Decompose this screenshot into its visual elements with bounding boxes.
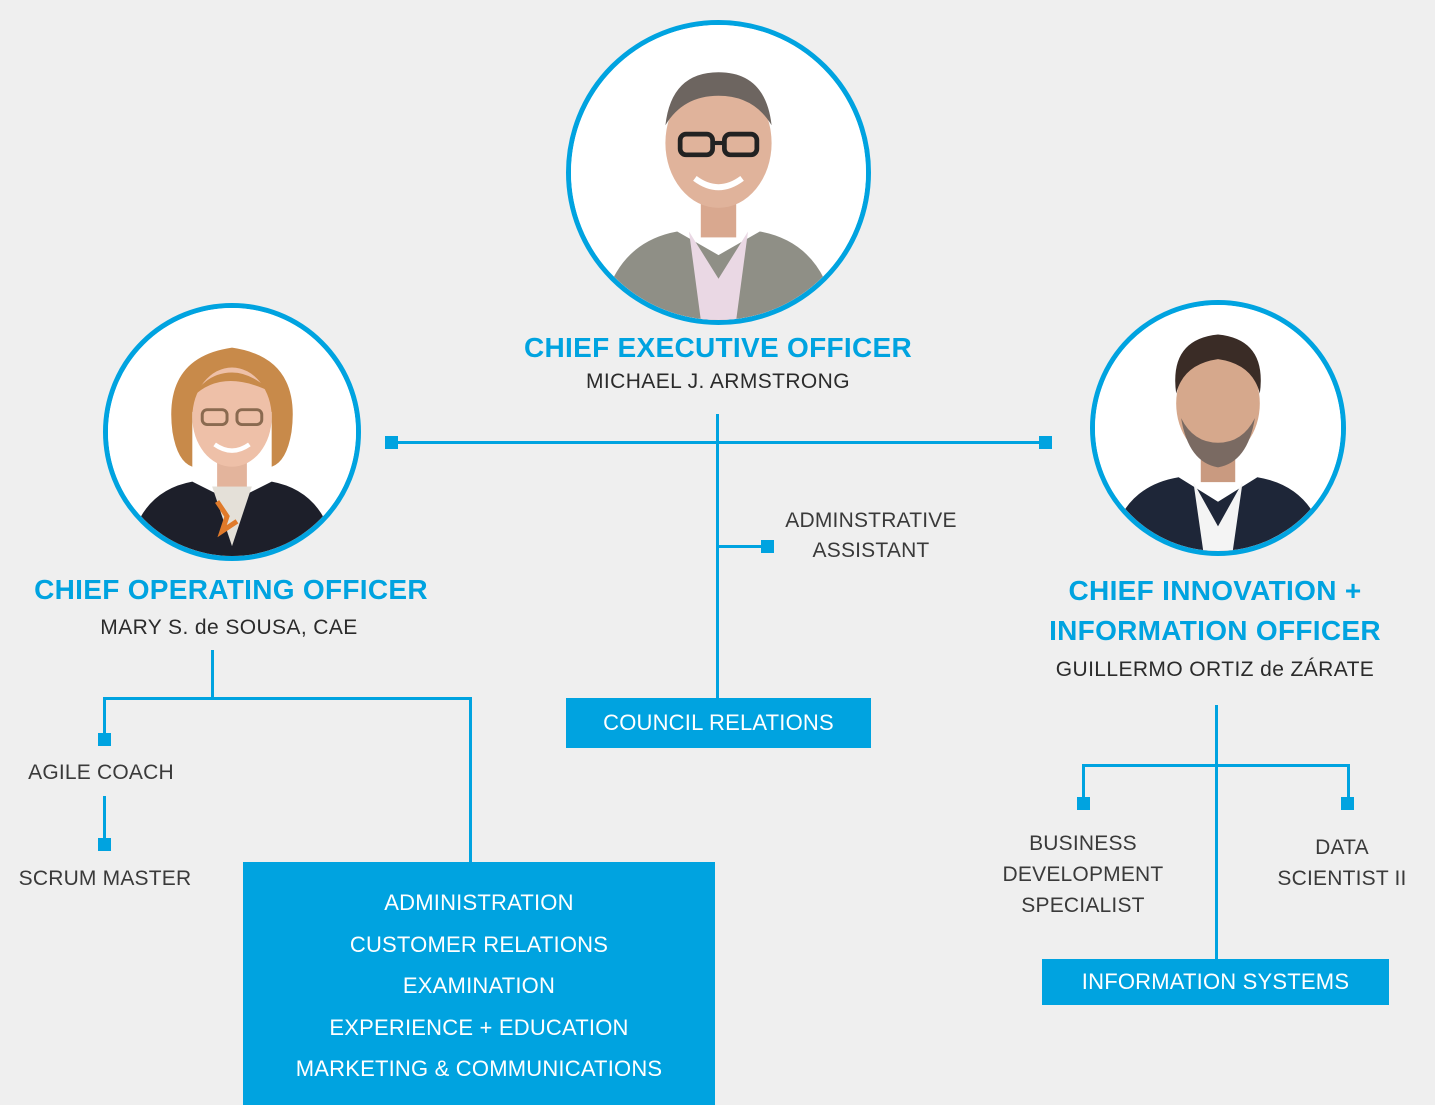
information-systems-label: INFORMATION SYSTEMS: [1081, 969, 1350, 994]
coo-departments-box: ADMINISTRATION CUSTOMER RELATIONS EXAMIN…: [243, 862, 715, 1105]
cio-photo: [1090, 300, 1346, 556]
connector-node: [1077, 797, 1090, 810]
department-item: CUSTOMER RELATIONS: [349, 931, 609, 957]
connector-node: [761, 540, 774, 553]
council-relations-label: COUNCIL RELATIONS: [603, 710, 834, 735]
business-development-label: BUSINESS DEVELOPMENT SPECIALIST: [990, 828, 1176, 921]
data-scientist-line1: DATA: [1315, 836, 1369, 859]
admin-assistant-line2: ASSISTANT: [812, 539, 930, 562]
cio-name: GUILLERMO ORTIZ de ZÁRATE: [1055, 658, 1375, 681]
scrum-master-label: SCRUM MASTER: [18, 867, 192, 890]
department-item: EXPERIENCE + EDUCATION: [329, 1014, 629, 1040]
department-item: ADMINISTRATION: [384, 890, 574, 915]
business-dev-line3: SPECIALIST: [1021, 894, 1145, 917]
person-photo-icon: [108, 308, 356, 556]
data-scientist-line2: SCIENTIST II: [1277, 867, 1407, 890]
connector-node: [98, 838, 111, 851]
coo-photo: [103, 303, 361, 561]
coo-name: MARY S. de SOUSA, CAE: [100, 616, 358, 639]
ceo-name: MICHAEL J. ARMSTRONG: [586, 370, 850, 393]
department-item: MARKETING & COMMUNICATIONS: [295, 1056, 663, 1081]
cio-title-line2: INFORMATION OFFICER: [1049, 615, 1381, 646]
connector-node: [385, 436, 398, 449]
agile-coach-label: AGILE COACH: [28, 761, 174, 784]
department-item: EXAMINATION: [402, 973, 556, 998]
ceo-photo: [566, 20, 871, 325]
business-dev-line2: DEVELOPMENT: [1002, 863, 1164, 886]
ceo-title: CHIEF EXECUTIVE OFFICER: [523, 332, 913, 363]
admin-assistant-label: ADMINSTRATIVE ASSISTANT: [755, 506, 987, 566]
person-photo-icon: [571, 25, 866, 320]
cio-title-line1: CHIEF INNOVATION +: [1068, 575, 1362, 606]
data-scientist-label: DATA SCIENTIST II: [1262, 832, 1422, 894]
connector-node: [98, 733, 111, 746]
connector-node: [1039, 436, 1052, 449]
business-dev-line1: BUSINESS: [1029, 832, 1137, 855]
admin-assistant-line1: ADMINSTRATIVE: [785, 509, 957, 532]
council-relations-box: COUNCIL RELATIONS: [566, 698, 871, 748]
coo-title: CHIEF OPERATING OFFICER: [34, 574, 428, 605]
connector-node: [1341, 797, 1354, 810]
person-photo-icon: [1095, 305, 1341, 551]
information-systems-box: INFORMATION SYSTEMS: [1042, 959, 1389, 1005]
